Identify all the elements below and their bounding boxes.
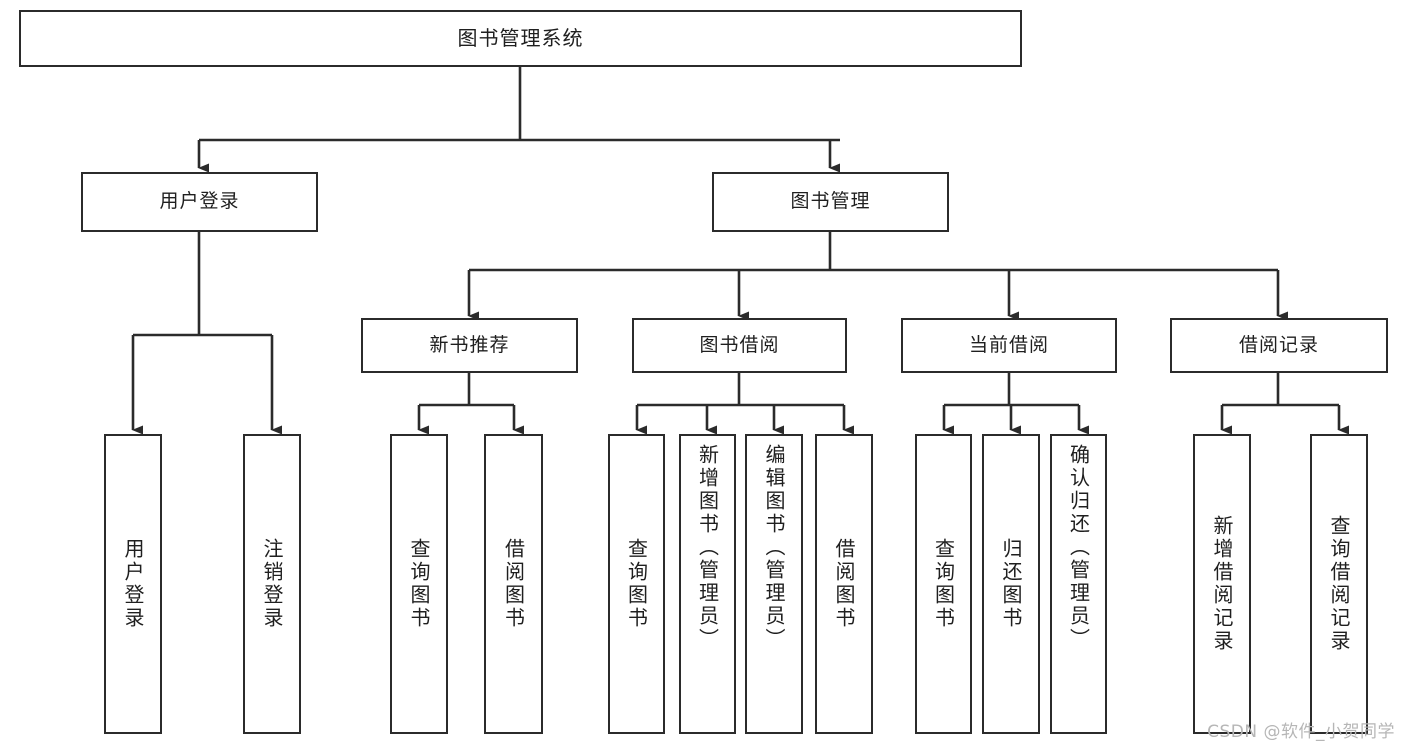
leaf-confirm-return-label: 确认归还（管理员） — [1066, 444, 1091, 651]
leaf-add-record[interactable]: 新增借阅记录 — [1193, 434, 1251, 734]
node-root-label: 图书管理系统 — [457, 26, 584, 50]
node-book-manage-label: 图书管理 — [790, 190, 871, 213]
leaf-query-book-2[interactable]: 查询图书 — [608, 434, 665, 734]
leaf-borrow-book-1[interactable]: 借阅图书 — [484, 434, 543, 734]
leaf-add-book[interactable]: 新增图书（管理员） — [679, 434, 736, 734]
leaf-edit-book-label: 编辑图书（管理员） — [762, 444, 786, 651]
node-user-login-label: 用户登录 — [159, 190, 240, 213]
leaf-query-book-1-label: 查询图书 — [407, 538, 431, 630]
leaf-query-record[interactable]: 查询借阅记录 — [1310, 434, 1368, 734]
leaf-borrow-book-2[interactable]: 借阅图书 — [815, 434, 873, 734]
leaf-query-book-2-label: 查询图书 — [624, 538, 649, 630]
leaf-query-book-1[interactable]: 查询图书 — [390, 434, 448, 734]
leaf-user-login[interactable]: 用户登录 — [104, 434, 162, 734]
node-root[interactable]: 图书管理系统 — [19, 10, 1022, 67]
leaf-return-book[interactable]: 归还图书 — [982, 434, 1040, 734]
node-current-borrow[interactable]: 当前借阅 — [901, 318, 1117, 373]
node-current-borrow-label: 当前借阅 — [968, 333, 1049, 356]
leaf-query-record-label: 查询借阅记录 — [1327, 515, 1351, 653]
leaf-add-record-label: 新增借阅记录 — [1210, 515, 1234, 653]
node-book-manage[interactable]: 图书管理 — [712, 172, 949, 232]
node-user-login[interactable]: 用户登录 — [81, 172, 318, 232]
node-borrow-record-label: 借阅记录 — [1238, 333, 1319, 356]
leaf-user-login-label: 用户登录 — [121, 538, 145, 630]
leaf-add-book-label: 新增图书（管理员） — [695, 444, 720, 651]
leaf-logout-label: 注销登录 — [260, 538, 284, 630]
leaf-borrow-book-1-label: 借阅图书 — [501, 538, 526, 630]
leaf-edit-book[interactable]: 编辑图书（管理员） — [745, 434, 803, 734]
leaf-confirm-return[interactable]: 确认归还（管理员） — [1050, 434, 1107, 734]
leaf-logout[interactable]: 注销登录 — [243, 434, 301, 734]
node-book-borrow-label: 图书借阅 — [699, 333, 780, 356]
leaf-borrow-book-2-label: 借阅图书 — [832, 538, 856, 630]
node-book-borrow[interactable]: 图书借阅 — [632, 318, 847, 373]
leaf-return-book-label: 归还图书 — [999, 538, 1023, 630]
leaf-query-book-3-label: 查询图书 — [931, 538, 956, 630]
node-new-book-recommend-label: 新书推荐 — [429, 333, 510, 356]
leaf-query-book-3[interactable]: 查询图书 — [915, 434, 972, 734]
node-new-book-recommend[interactable]: 新书推荐 — [361, 318, 578, 373]
node-borrow-record[interactable]: 借阅记录 — [1170, 318, 1388, 373]
